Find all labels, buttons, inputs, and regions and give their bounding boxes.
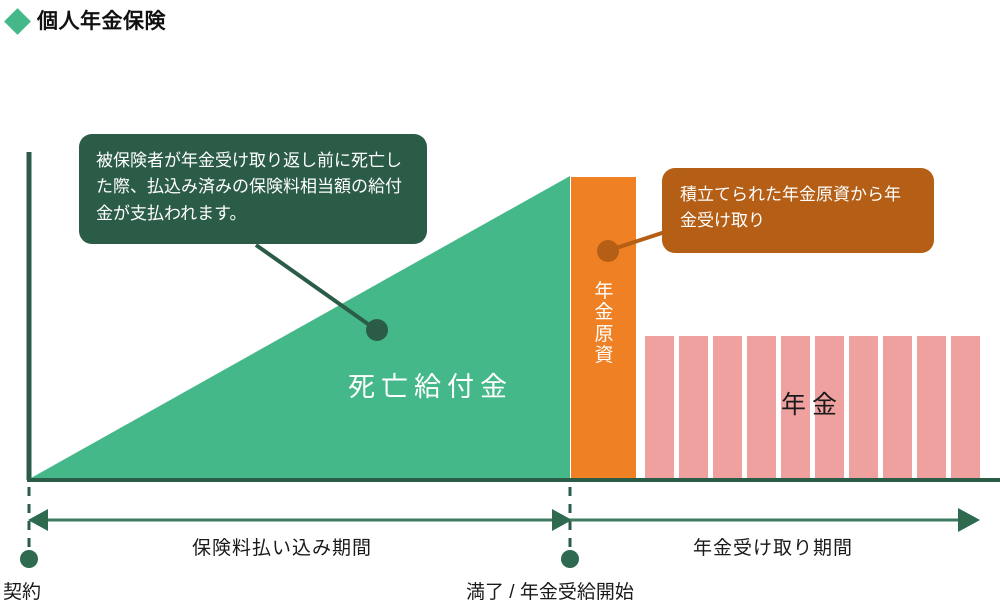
maturity-milestone-dot — [561, 550, 579, 568]
payout-period-arrow-right-icon — [958, 508, 980, 532]
contract-milestone-label: 契約 — [3, 582, 42, 603]
annuity-bars-group — [645, 336, 980, 478]
page-title: 個人年金保険 — [37, 9, 166, 33]
maturity-milestone-label: 満了 / 年金受給開始 — [466, 582, 634, 603]
annuity-bar — [645, 336, 674, 478]
annuity-fund-bar — [571, 177, 636, 478]
annuity-bar — [849, 336, 878, 478]
death-benefit-area — [31, 176, 570, 478]
annuity-bar — [917, 336, 946, 478]
annuity-bar — [883, 336, 912, 478]
annuity-bar — [747, 336, 776, 478]
annuity-bar — [781, 336, 810, 478]
premium-period-arrow-left-icon — [28, 509, 48, 531]
contract-milestone-dot — [20, 550, 38, 568]
annuity-fund-callout: 積立てられた年金原資から年金受け取り — [662, 168, 934, 253]
payout-period-label: 年金受け取り期間 — [693, 538, 854, 559]
death-benefit-area-label: 死亡給付金 — [348, 372, 513, 402]
page-header: 個人年金保険 — [4, 4, 166, 38]
annuity-bar — [713, 336, 742, 478]
annuity-bars-label: 年金 — [781, 391, 844, 419]
premium-period-label: 保険料払い込み期間 — [192, 538, 373, 559]
annuity-fund-bar-label: 年金原資 — [594, 281, 614, 366]
annuity-bar — [815, 336, 844, 478]
annuity-bar — [951, 336, 980, 478]
premium-period-arrow-right-icon — [552, 509, 572, 531]
annuity-callout-leader-line — [609, 230, 666, 252]
annuity-callout-leader-dot — [597, 240, 619, 262]
death-callout-leader-line — [254, 243, 377, 331]
death-benefit-callout: 被保険者が年金受け取り返し前に死亡した際、払込み済みの保険料相当額の給付金が支払… — [79, 134, 427, 244]
death-callout-leader-dot — [366, 319, 388, 341]
annuity-bar — [679, 336, 708, 478]
